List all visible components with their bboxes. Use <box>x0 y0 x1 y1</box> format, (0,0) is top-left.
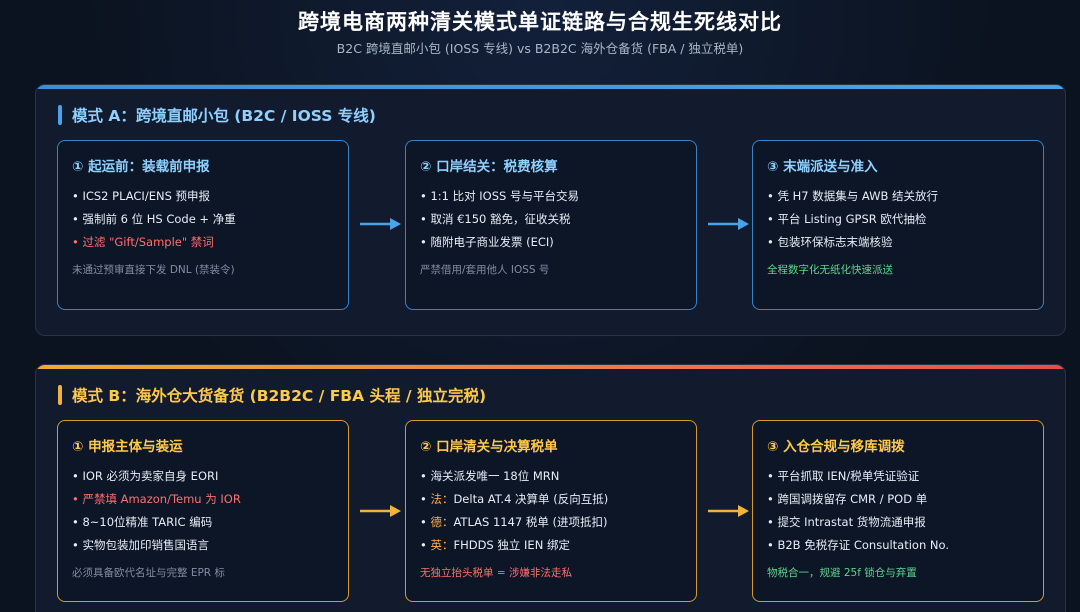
list-item: • 1:1 比对 IOSS 号与平台交易 <box>420 189 579 203</box>
mode-a-accent-bar <box>36 85 1065 89</box>
mode-a-marker <box>58 105 62 125</box>
list-item-warning: • 过滤 "Gift/Sample" 禁词 <box>72 235 214 249</box>
mode-a-header: 模式 A：跨境直邮小包 (B2C / IOSS 专线) <box>58 104 376 126</box>
list-item: • 平台 Listing GPSR 欧代抽检 <box>767 212 927 226</box>
bullet: • <box>420 492 427 506</box>
country-prefix: 德： <box>430 515 454 529</box>
card-title: ② 口岸清关与决算税单 <box>420 439 558 455</box>
mode-b-step-2-card: ② 口岸清关与决算税单 • 海关派发唯一 18位 MRN • 法：Delta A… <box>405 420 697 602</box>
mode-a-step-3-card: ③ 末端派送与准入 • 凭 H7 数据集与 AWB 结关放行 • 平台 List… <box>752 140 1044 310</box>
mode-b-step-3-card: ③ 入仓合规与移库调拨 • 平台抓取 IEN/税单凭证验证 • 跨国调拨留存 C… <box>752 420 1044 602</box>
right-arrow-icon <box>708 218 749 230</box>
mode-a-step-2-card: ② 口岸结关：税费核算 • 1:1 比对 IOSS 号与平台交易 • 取消 €1… <box>405 140 697 310</box>
card-note: 必须具备欧代名址与完整 EPR 标 <box>72 567 225 579</box>
list-item: • 平台抓取 IEN/税单凭证验证 <box>767 469 920 483</box>
card-note: 全程数字化无纸化快速派送 <box>767 264 893 276</box>
right-arrow-icon <box>708 505 749 517</box>
list-item: • 强制前 6 位 HS Code + 净重 <box>72 212 236 226</box>
mode-b-title: 模式 B：海外仓大货备货 (B2B2C / FBA 头程 / 独立完税) <box>72 387 487 405</box>
mode-a-panel: 模式 A：跨境直邮小包 (B2C / IOSS 专线) ① 起运前：装载前申报 … <box>35 84 1066 336</box>
bullet: • <box>420 515 427 529</box>
card-title: ① 申报主体与装运 <box>72 439 183 455</box>
right-arrow-icon <box>360 505 401 517</box>
right-arrow-icon <box>360 218 401 230</box>
card-title: ③ 末端派送与准入 <box>767 159 878 175</box>
mode-b-header: 模式 B：海外仓大货备货 (B2B2C / FBA 头程 / 独立完税) <box>58 384 486 406</box>
list-item: • 凭 H7 数据集与 AWB 结关放行 <box>767 189 939 203</box>
mode-b-marker <box>58 385 62 405</box>
list-item: • 取消 €150 豁免，征收关税 <box>420 212 571 226</box>
card-title: ② 口岸结关：税费核算 <box>420 159 558 175</box>
country-prefix: 英： <box>430 538 454 552</box>
list-item: • 随附电子商业发票 (ECI) <box>420 235 554 249</box>
bullet: • <box>420 538 427 552</box>
list-item: • ICS2 PLACI/ENS 预申报 <box>72 189 211 203</box>
mode-a-step-1-card: ① 起运前：装载前申报 • ICS2 PLACI/ENS 预申报 • 强制前 6… <box>57 140 349 310</box>
card-title: ① 起运前：装载前申报 <box>72 159 210 175</box>
mode-b-panel: 模式 B：海外仓大货备货 (B2B2C / FBA 头程 / 独立完税) ① 申… <box>35 364 1066 612</box>
country-rule: ATLAS 1147 税单 (进项抵扣) <box>453 515 608 529</box>
page-subtitle: B2C 跨境直邮小包 (IOSS 专线) vs B2B2C 海外仓备货 (FBA… <box>336 41 744 56</box>
page-title: 跨境电商两种清关模式单证链路与合规生死线对比 <box>298 10 782 34</box>
list-item: • 海关派发唯一 18位 MRN <box>420 469 560 483</box>
list-item: • 跨国调拨留存 CMR / POD 单 <box>767 492 928 506</box>
list-item: • B2B 免税存证 Consultation No. <box>767 538 950 552</box>
list-item-warning: • 严禁填 Amazon/Temu 为 IOR <box>72 492 241 506</box>
card-title: ③ 入仓合规与移库调拨 <box>767 439 905 455</box>
list-item: • 8~10位精准 TARIC 编码 <box>72 515 213 529</box>
list-item-country: • 法：Delta AT.4 决算单 (反向互抵) <box>420 488 682 511</box>
card-note: 未通过预审直接下发 DNL (禁装令) <box>72 264 235 276</box>
list-item-country: • 德：ATLAS 1147 税单 (进项抵扣) <box>420 511 682 534</box>
mode-a-title: 模式 A：跨境直邮小包 (B2C / IOSS 专线) <box>72 107 376 125</box>
list-item: • 提交 Intrastat 货物流通申报 <box>767 515 926 529</box>
country-rule: Delta AT.4 决算单 (反向互抵) <box>453 492 609 506</box>
card-note: 无独立抬头税单 = 涉嫌非法走私 <box>420 567 572 579</box>
mode-b-step-1-card: ① 申报主体与装运 • IOR 必须为卖家自身 EORI • 严禁填 Amazo… <box>57 420 349 602</box>
card-note: 物税合一，规避 25f 锁仓与弃置 <box>767 567 917 579</box>
list-item: • 包装环保标志末端核验 <box>767 235 893 249</box>
list-item-country: • 英：FHDDS 独立 IEN 绑定 <box>420 534 682 557</box>
mode-b-accent-bar <box>36 365 1065 369</box>
country-prefix: 法： <box>430 492 454 506</box>
card-note: 严禁借用/套用他人 IOSS 号 <box>420 264 550 276</box>
list-item: • 实物包装加印销售国语言 <box>72 538 209 552</box>
country-rule: FHDDS 独立 IEN 绑定 <box>453 538 570 552</box>
list-item: • IOR 必须为卖家自身 EORI <box>72 469 219 483</box>
